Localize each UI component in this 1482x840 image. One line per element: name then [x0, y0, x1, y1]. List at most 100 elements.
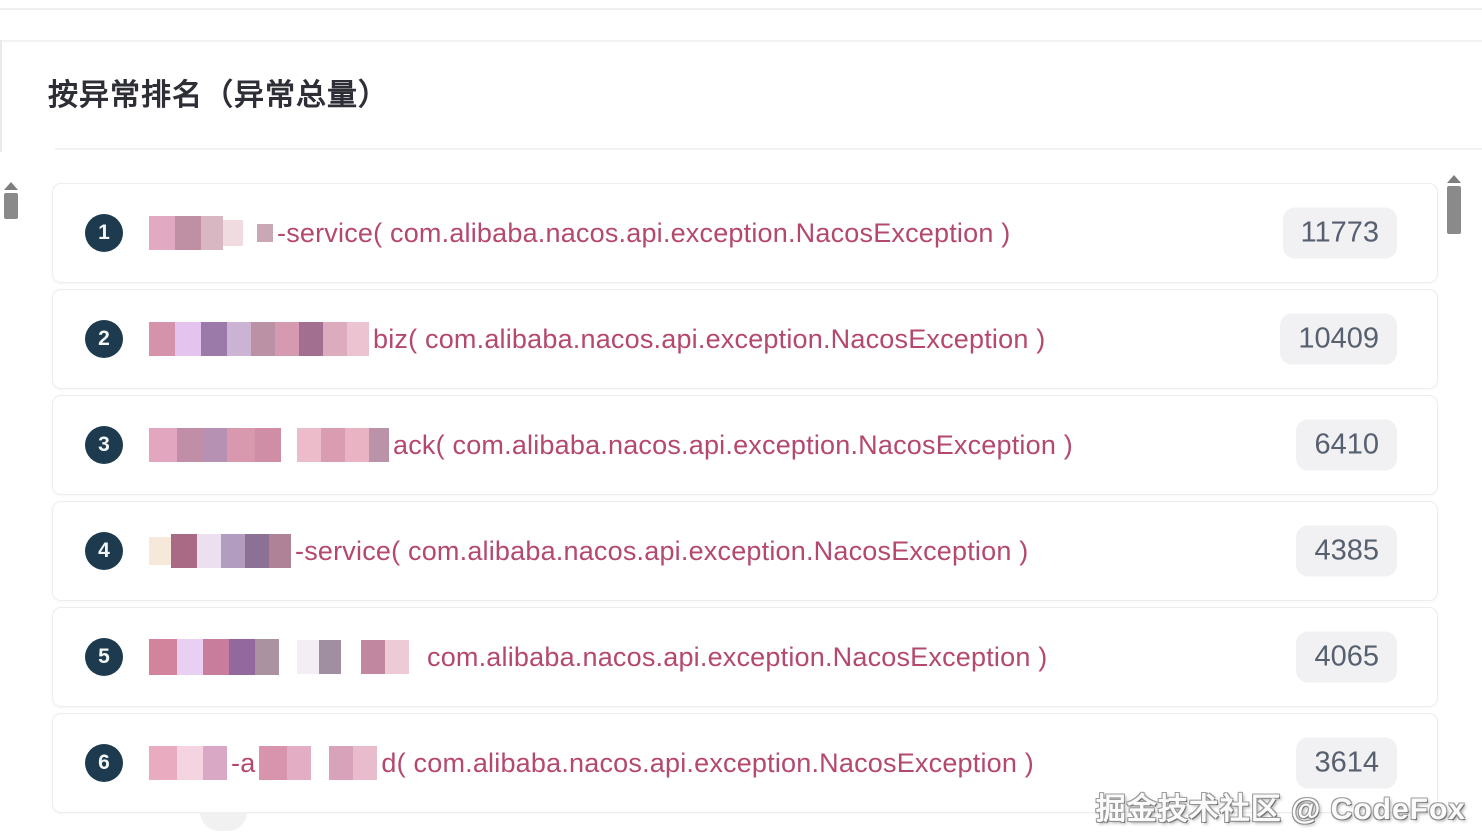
- redaction-block: [149, 746, 177, 780]
- redaction-block: [203, 746, 227, 780]
- redaction-block: [347, 322, 369, 356]
- redacted-text: [149, 746, 227, 780]
- redaction-block: [251, 322, 275, 356]
- redaction-block: [255, 639, 279, 675]
- redaction-block: [345, 428, 369, 462]
- scrollbar-thumb[interactable]: [4, 193, 18, 219]
- redaction-block: [245, 534, 269, 568]
- row-content: com.alibaba.nacos.api.exception.NacosExc…: [149, 639, 1051, 675]
- redaction-block: [257, 224, 273, 242]
- page-title: 按异常排名（异常总量）: [48, 79, 389, 112]
- rank-badge: 1: [85, 214, 123, 252]
- redaction-block: [177, 746, 203, 780]
- exception-row[interactable]: 1 -service( com.alibaba.nacos.api.except…: [52, 183, 1438, 283]
- exception-list: 1 -service( com.alibaba.nacos.api.except…: [52, 183, 1438, 819]
- redaction-block: [221, 534, 245, 568]
- redaction-block: [149, 428, 177, 462]
- exception-text: -service( com.alibaba.nacos.api.exceptio…: [277, 217, 1011, 248]
- count-badge: 4065: [1296, 631, 1397, 683]
- redaction-block: [201, 322, 227, 356]
- redaction-block: [201, 216, 223, 250]
- exception-row[interactable]: 5 com.alibaba.nacos.api.exception.NacosE…: [52, 607, 1438, 707]
- redaction-block: [227, 322, 251, 356]
- redaction-block: [299, 322, 323, 356]
- rank-badge: 4: [85, 532, 123, 570]
- exception-text: com.alibaba.nacos.api.exception.NacosExc…: [427, 641, 1048, 672]
- count-badge: 11773: [1282, 207, 1397, 259]
- redaction-block: [269, 534, 291, 568]
- redacted-text: [149, 322, 369, 356]
- rank-badge: 2: [85, 320, 123, 358]
- redacted-text: [149, 216, 273, 250]
- redacted-text: [149, 428, 389, 462]
- redaction-block: [223, 220, 243, 246]
- redaction-block: [321, 428, 345, 462]
- exception-text: biz( com.alibaba.nacos.api.exception.Nac…: [373, 323, 1046, 354]
- redaction-block: [353, 746, 378, 780]
- redaction-block: [171, 534, 197, 568]
- rank-badge: 3: [85, 426, 123, 464]
- redaction-gap: [341, 640, 361, 674]
- count-badge: 3614: [1296, 737, 1397, 789]
- redaction-block: [227, 428, 255, 462]
- redaction-block: [287, 746, 312, 780]
- redaction-block: [203, 428, 227, 462]
- exception-row[interactable]: 3 ack( com.alibaba.nacos.api.exception.N…: [52, 395, 1438, 495]
- panel-top-divider: [0, 40, 1482, 42]
- redaction-block: [361, 640, 385, 674]
- exception-text: ack( com.alibaba.nacos.api.exception.Nac…: [393, 429, 1073, 460]
- redaction-block: [323, 322, 347, 356]
- scrollbar-thumb[interactable]: [1446, 186, 1461, 234]
- scroll-up-arrow-icon[interactable]: [1446, 175, 1461, 183]
- redaction-block: [149, 322, 175, 356]
- redaction-gap: [311, 746, 329, 780]
- exception-row[interactable]: 2 biz( com.alibaba.nacos.api.exception.N…: [52, 289, 1438, 389]
- redacted-text: [149, 534, 291, 568]
- exception-text: -service( com.alibaba.nacos.api.exceptio…: [295, 535, 1029, 566]
- redaction-gap: [279, 639, 297, 675]
- count-badge: 10409: [1280, 313, 1397, 365]
- scroll-up-arrow-icon[interactable]: [4, 182, 18, 190]
- top-divider: [0, 8, 1482, 10]
- redaction-block: [203, 639, 229, 675]
- redaction-block: [177, 428, 203, 462]
- redaction-block: [175, 322, 201, 356]
- redaction-block: [329, 746, 354, 780]
- row-content: -service( com.alibaba.nacos.api.exceptio…: [149, 216, 1014, 250]
- redaction-block: [319, 640, 341, 674]
- count-badge: 4385: [1296, 525, 1397, 577]
- redaction-block: [177, 639, 203, 675]
- redaction-gap: [409, 640, 423, 674]
- redacted-text: [259, 746, 378, 780]
- watermark: 掘金技术社区 @ CodeFox: [1095, 793, 1466, 826]
- count-badge: 6410: [1296, 419, 1397, 471]
- redaction-gap: [281, 428, 297, 462]
- row-content: -a d( com.alibaba.nacos.api.exception.Nac…: [149, 746, 1038, 780]
- redaction-block: [149, 537, 171, 565]
- exception-text: d( com.alibaba.nacos.api.exception.Nacos…: [381, 747, 1034, 778]
- redaction-block: [297, 640, 319, 674]
- redaction-block: [175, 216, 201, 250]
- redaction-block: [369, 428, 389, 462]
- rank-badge: 5: [85, 638, 123, 676]
- redaction-block: [149, 216, 175, 250]
- redacted-text: [149, 639, 423, 675]
- redaction-block: [385, 640, 409, 674]
- redaction-block: [197, 534, 221, 568]
- row-content: -service( com.alibaba.nacos.api.exceptio…: [149, 534, 1032, 568]
- exception-row[interactable]: 4 -service( com.alibaba.nacos.api.except…: [52, 501, 1438, 601]
- redaction-gap: [243, 216, 257, 250]
- title-divider: [55, 148, 1482, 150]
- redaction-block: [255, 428, 281, 462]
- redaction-block: [297, 428, 321, 462]
- right-scrollbar[interactable]: [1445, 175, 1462, 234]
- redaction-block: [149, 639, 177, 675]
- scroll-indicator-blob: [200, 812, 247, 831]
- redaction-block: [275, 322, 299, 356]
- exception-text: -a: [231, 747, 256, 778]
- redaction-block: [229, 639, 255, 675]
- left-scrollbar[interactable]: [3, 182, 19, 219]
- left-panel-edge: [0, 40, 2, 152]
- row-content: biz( com.alibaba.nacos.api.exception.Nac…: [149, 322, 1049, 356]
